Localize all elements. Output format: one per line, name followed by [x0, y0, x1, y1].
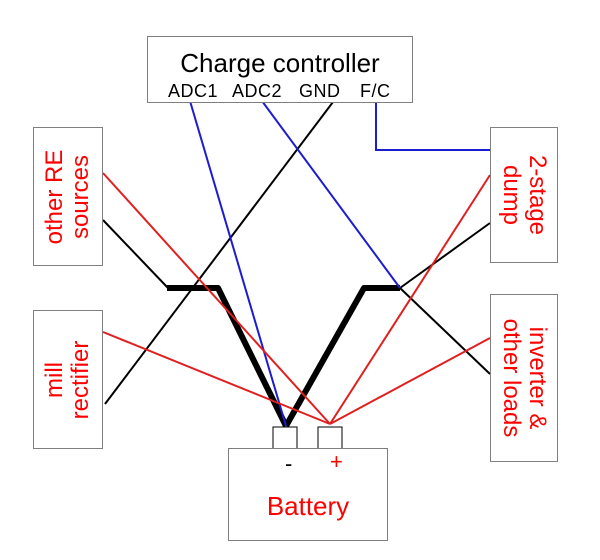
charge-controller-title: Charge controller	[180, 48, 380, 78]
positive-terminal	[317, 426, 343, 450]
wire-rectifier-positive	[102, 331, 331, 425]
wire-loads-positive	[329, 337, 491, 425]
positive-terminal-label: +	[330, 449, 343, 474]
wire-re-sources-positive	[102, 172, 331, 425]
wire-adc1	[189, 100, 287, 427]
battery-label: Battery	[266, 491, 350, 521]
wire-re-sources-negative	[102, 219, 169, 289]
wire-adc2	[261, 100, 401, 289]
negative-terminal-label: -	[285, 451, 293, 476]
adc1-pin-label: ADC1	[168, 81, 219, 101]
inverter-loads-box: inverter &other loads	[490, 294, 558, 462]
adc2-pin-label: ADC2	[232, 81, 283, 101]
wire-controller-gnd	[104, 101, 334, 405]
wire-fc	[375, 101, 490, 151]
charge-controller-box: Charge controller ADC1 ADC2 GND F/C	[147, 36, 413, 103]
fc-pin-label: F/C	[360, 81, 391, 101]
negative-terminal	[272, 426, 298, 450]
wire-dump-negative	[399, 222, 491, 289]
wire-loads-negative	[399, 287, 491, 375]
battery-box: - + Battery	[228, 448, 388, 541]
gnd-pin-label: GND	[299, 81, 341, 101]
wire-dump-positive	[329, 174, 491, 425]
inverter-loads-label: inverter &other loads	[498, 318, 551, 438]
negative-bus-left	[167, 285, 289, 428]
negative-bus-right	[283, 285, 400, 428]
